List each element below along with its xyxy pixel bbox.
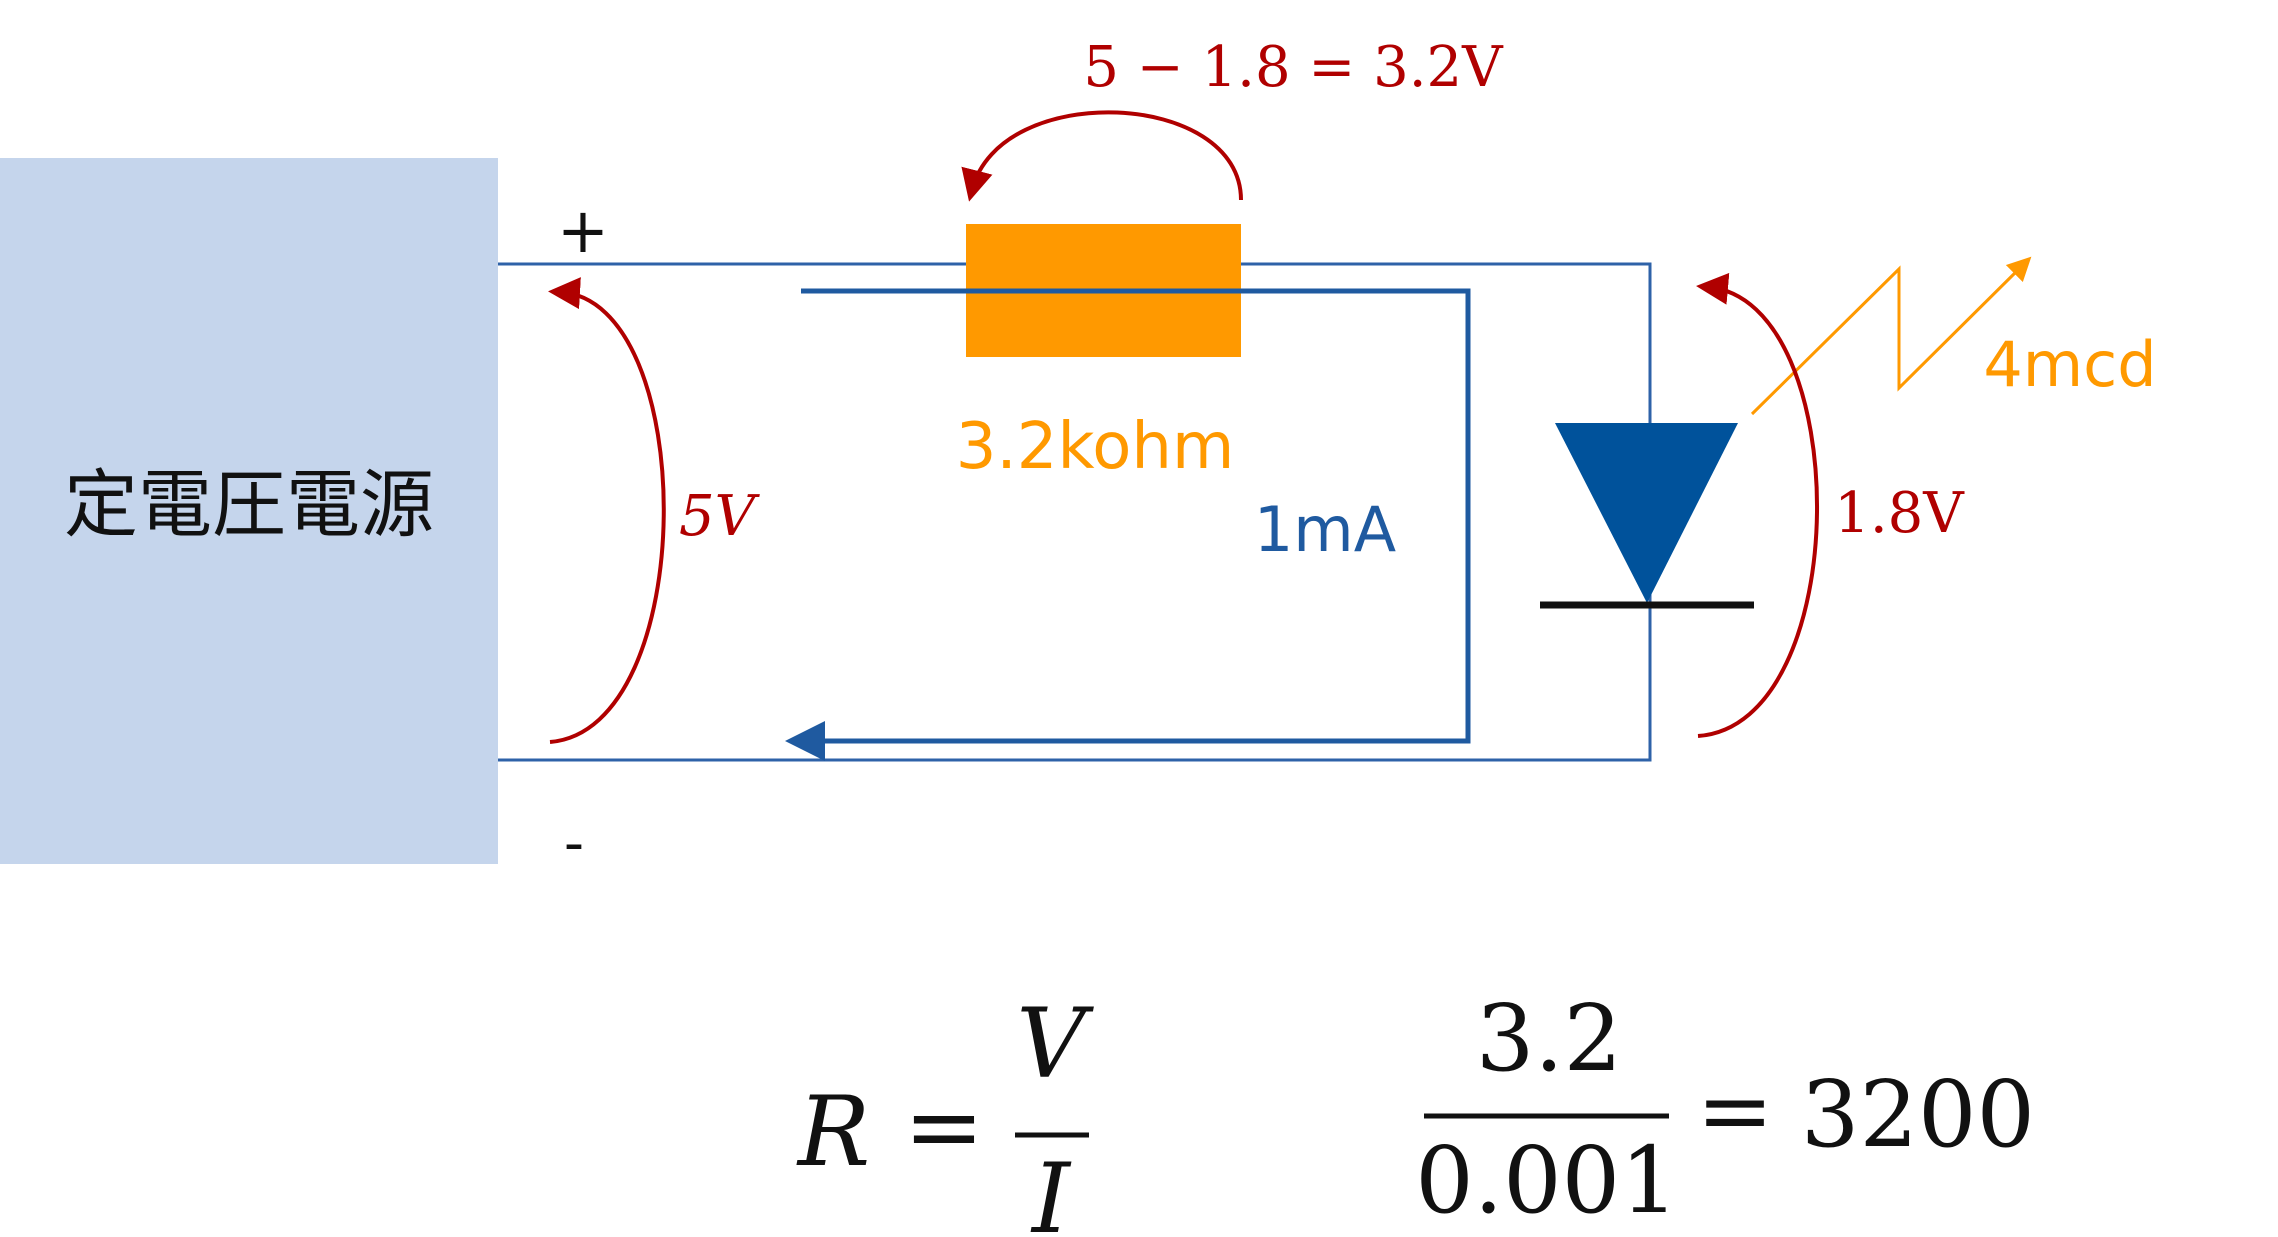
supply-voltage-arrow — [548, 277, 666, 744]
light-emission-arrow — [1750, 256, 2032, 416]
current-arrow — [785, 288, 1471, 761]
formula-denominator: I — [1030, 1143, 1072, 1237]
resistor-voltage-arrow — [961, 110, 1243, 202]
led-diode-triangle — [1555, 423, 1738, 603]
current-label: 1mA — [1254, 493, 1396, 566]
calc-denominator: 0.001 — [1415, 1127, 1678, 1234]
supply-voltage-label: 5V — [679, 484, 761, 549]
power-supply-label: 定電圧電源 — [64, 462, 434, 548]
formula-numerator: V — [1016, 988, 1094, 1100]
calc-numerator: 3.2 — [1476, 985, 1622, 1092]
calc-equals: = — [1696, 1057, 1773, 1164]
calc-result: 3200 — [1801, 1061, 2035, 1168]
plus-terminal: + — [557, 194, 609, 267]
luminous-intensity-label: 4mcd — [1983, 328, 2156, 401]
resistor-voltage-label: 5 − 1.8 = 3.2V — [1083, 35, 1504, 100]
resistor-label: 3.2kohm — [956, 410, 1235, 484]
led-voltage-label: 1.8V — [1834, 481, 1965, 546]
led-voltage-arrow — [1696, 272, 1819, 738]
formula-equals: = — [904, 1071, 984, 1183]
formula-lhs: R — [796, 1076, 870, 1188]
power-supply-box — [0, 158, 498, 864]
minus-terminal: - — [564, 811, 584, 876]
